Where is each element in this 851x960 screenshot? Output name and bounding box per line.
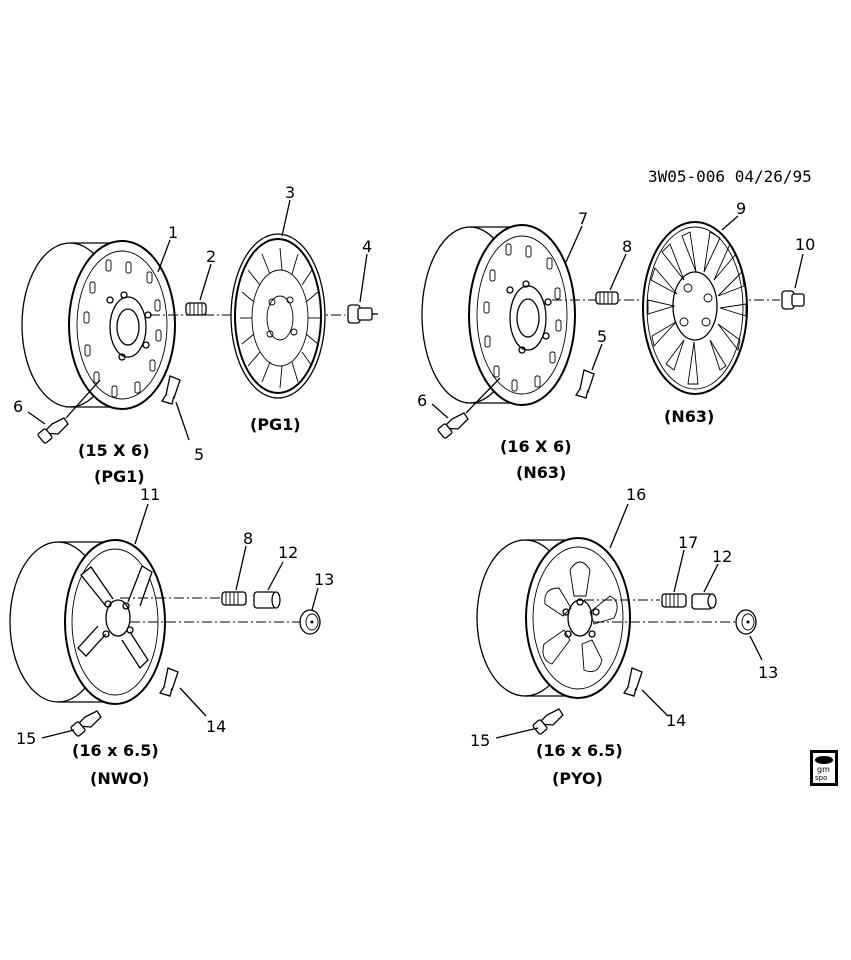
caption-wheel-option-pyo: (PYO) [552, 769, 603, 788]
group-pyo: 16 17 12 13 14 15 (16 x 6.5) (PYO) [470, 485, 778, 788]
callout-10: 10 [795, 235, 815, 254]
balance-weight [160, 375, 181, 405]
callout-5-n63: 5 [597, 327, 607, 346]
callout-6-n63: 6 [417, 391, 427, 410]
callout-14-pyo: 14 [666, 711, 686, 730]
caption-cover-option-pg1: (PG1) [250, 415, 301, 434]
callout-1: 1 [168, 223, 178, 242]
caption-wheel-option-n63: (N63) [516, 463, 566, 482]
callout-8-nwo: 8 [243, 529, 253, 548]
callout-9: 9 [736, 199, 746, 218]
callout-7: 7 [578, 209, 588, 228]
wheel-stud [595, 291, 619, 305]
balance-weight [158, 667, 179, 697]
callout-3: 3 [285, 183, 295, 202]
gm-spo-logo: gm spo [810, 750, 838, 786]
callout-12: 12 [278, 543, 298, 562]
logo-text-spo: spo [815, 774, 827, 782]
balance-weight [574, 369, 595, 399]
wheel-stud [185, 302, 207, 316]
wheel-nut [781, 290, 805, 310]
valve-stem [532, 708, 564, 735]
callout-2: 2 [206, 247, 216, 266]
caption-cover-option-n63: (N63) [664, 407, 714, 426]
wheel-16x6 [421, 224, 576, 406]
callout-17: 17 [678, 533, 698, 552]
group-pg1: 1 2 3 4 5 6 (PG1) (15 X 6) (PG1) [13, 183, 378, 486]
lug-nut [691, 593, 717, 610]
callout-12-pyo: 12 [712, 547, 732, 566]
center-cap [735, 609, 757, 635]
valve-stem [70, 710, 102, 737]
wheel-stud [661, 593, 687, 608]
callout-5: 5 [194, 445, 204, 464]
caption-wheel-option-pg1: (PG1) [94, 467, 145, 486]
caption-wheel-size-pyo: (16 x 6.5) [536, 741, 623, 760]
wheel-cover-pg1 [230, 233, 326, 399]
caption-wheel-size-15x6: (15 X 6) [78, 441, 150, 460]
caption-wheel-size-16x6: (16 X 6) [500, 437, 572, 456]
callout-13: 13 [314, 570, 334, 589]
group-n63: 7 8 9 10 5 6 (N63) (16 X 6) (N63) [417, 199, 815, 482]
center-cap [299, 609, 321, 635]
group-nwo: 11 8 12 13 14 15 (16 x 6.5) (NWO) [9, 485, 334, 788]
callout-16: 16 [626, 485, 646, 504]
lug-nut [253, 591, 281, 609]
wheel-cover-n63 [642, 221, 748, 395]
callout-15-pyo: 15 [470, 731, 490, 750]
caption-wheel-size-nwo: (16 x 6.5) [72, 741, 159, 760]
logo-text-gm: gm [817, 765, 830, 774]
wheel-15x6 [21, 240, 176, 410]
drawing-code: 3W05-006 04/26/95 [648, 167, 812, 186]
wheel-nwo [9, 539, 166, 705]
callout-8: 8 [622, 237, 632, 256]
callout-15: 15 [16, 729, 36, 748]
callout-6: 6 [13, 397, 23, 416]
wheel-stud [221, 591, 247, 606]
valve-stem [437, 412, 469, 439]
balance-weight [622, 667, 643, 697]
callout-14: 14 [206, 717, 226, 736]
valve-stem [37, 417, 69, 444]
wheel-pyo [476, 537, 631, 699]
callout-4: 4 [362, 237, 372, 256]
callout-11: 11 [140, 485, 160, 504]
wheel-nut [347, 304, 378, 324]
caption-wheel-option-nwo: (NWO) [90, 769, 149, 788]
callout-13-pyo: 13 [758, 663, 778, 682]
